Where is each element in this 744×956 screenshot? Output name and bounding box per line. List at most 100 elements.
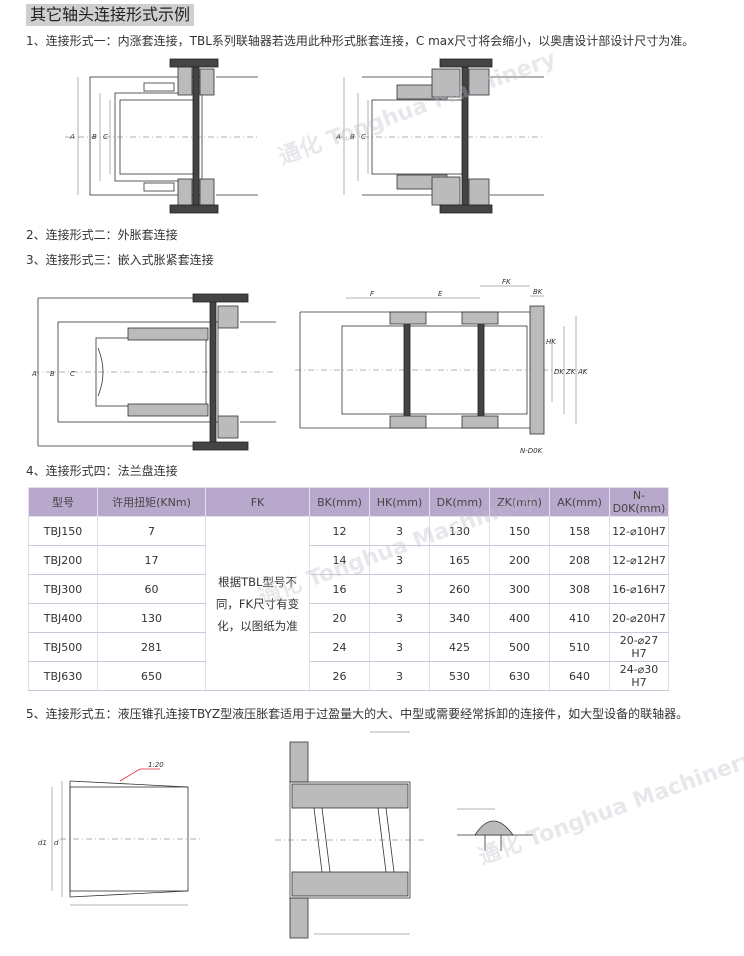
table-row: TBJ300 60 16 3 260 300 308 16-⌀16H7 <box>28 574 669 604</box>
figure-embedded-sleeve: A B C <box>31 293 276 451</box>
cell-dk: 260 <box>429 574 490 604</box>
header-dk: DK(mm) <box>429 487 490 517</box>
page-title: 其它轴头连接形式示例 <box>26 4 195 26</box>
cell-bk: 20 <box>309 603 370 633</box>
cell-torque: 130 <box>97 603 206 633</box>
cell-nd: 12-⌀10H7 <box>609 516 669 546</box>
cell-fk-note: 根据TBL型号不 同，FK尺寸有变 化，以图纸为准 <box>205 516 310 691</box>
table-row: TBJ400 130 20 3 340 400 410 20-⌀20H7 <box>28 603 669 633</box>
header-model: 型号 <box>28 487 98 517</box>
cell-model: TBJ500 <box>28 632 98 662</box>
label-taper: 1:20 <box>148 761 164 769</box>
cell-dk: 130 <box>429 516 490 546</box>
cell-nd: 12-⌀12H7 <box>609 545 669 575</box>
section-2-caption: 2、连接形式二：外胀套连接 <box>26 228 178 242</box>
header-zk: ZK(mm) <box>489 487 550 517</box>
cell-zk: 300 <box>489 574 550 604</box>
section-3-caption: 3、连接形式三：嵌入式胀紧套连接 <box>26 253 214 267</box>
figure-hydraulic-section <box>275 731 425 939</box>
cell-ak: 158 <box>549 516 610 546</box>
cell-dk: 530 <box>429 661 490 691</box>
cell-model: TBJ200 <box>28 545 98 575</box>
table-row: TBJ630 650 26 3 530 630 640 24-⌀30 H7 <box>28 661 669 691</box>
cell-ak: 410 <box>549 603 610 633</box>
cell-ak: 510 <box>549 632 610 662</box>
label-ak: AK <box>577 368 589 376</box>
table-row: TBJ200 17 14 3 165 200 208 12-⌀12H7 <box>28 545 669 575</box>
header-fk: FK <box>205 487 310 517</box>
label-hk: HK <box>546 338 557 346</box>
cell-nd: 24-⌀30 H7 <box>609 661 669 691</box>
cell-ak: 308 <box>549 574 610 604</box>
label-zk: ZK <box>565 368 577 376</box>
figure-internal-sleeve-left: A B C <box>65 58 258 214</box>
label-d: d <box>54 839 59 847</box>
cell-bk: 12 <box>309 516 370 546</box>
header-hk: HK(mm) <box>369 487 430 517</box>
section-5-caption: 5、连接形式五：液压锥孔连接TBYZ型液压胀套适用于过盈量大的大、中型或需要经常… <box>26 707 689 721</box>
table-row: TBJ150 7 根据TBL型号不 同，FK尺寸有变 化，以图纸为准 12 3 … <box>28 516 669 691</box>
cell-dk: 165 <box>429 545 490 575</box>
label-nd: N-D0K <box>520 447 544 455</box>
cell-model: TBJ150 <box>28 516 98 546</box>
fk-note-line: 化，以图纸为准 <box>217 618 298 633</box>
figure-tapered-sleeve: 1:20 d1 d <box>38 761 200 906</box>
cell-model: TBJ630 <box>28 661 98 691</box>
cell-dk: 340 <box>429 603 490 633</box>
cell-hk: 3 <box>369 545 430 575</box>
cell-hk: 3 <box>369 516 430 546</box>
cell-hk: 3 <box>369 603 430 633</box>
cell-ak: 208 <box>549 545 610 575</box>
cell-bk: 14 <box>309 545 370 575</box>
label-fk: FK <box>502 278 512 286</box>
header-bk: BK(mm) <box>309 487 370 517</box>
label-a-2: A <box>335 133 341 141</box>
label-e: E <box>438 290 443 298</box>
label-b-2: B <box>350 133 355 141</box>
label-dk: DK <box>554 368 565 376</box>
label-bk: BK <box>533 288 544 296</box>
label-c-2: C <box>361 133 366 141</box>
figure-internal-sleeve-right: A B C <box>335 58 544 214</box>
section-1-caption: 1、连接形式一：内涨套连接，TBL系列联轴器若选用此种形式胀套连接，C max尺… <box>26 34 695 48</box>
header-ak: AK(mm) <box>549 487 610 517</box>
label-b-3: B <box>50 370 55 378</box>
cell-hk: 3 <box>369 574 430 604</box>
cell-torque: 17 <box>97 545 206 575</box>
table-row: TBJ500 281 24 3 425 500 510 20-⌀27 H7 <box>28 632 669 662</box>
label-d1: d1 <box>38 839 47 847</box>
label-c: C <box>103 133 108 141</box>
cell-zk: 150 <box>489 516 550 546</box>
table-header-row: 型号 许用扭矩(KNm) FK BK(mm) HK(mm) DK(mm) ZK(… <box>28 487 669 517</box>
cell-nd: 16-⌀16H7 <box>609 574 669 604</box>
cell-model: TBJ300 <box>28 574 98 604</box>
cell-torque: 281 <box>97 632 206 662</box>
cell-bk: 16 <box>309 574 370 604</box>
cell-ak: 640 <box>549 661 610 691</box>
label-a-3: A <box>31 370 37 378</box>
cell-zk: 400 <box>489 603 550 633</box>
cell-dk: 425 <box>429 632 490 662</box>
label-b: B <box>92 133 97 141</box>
cell-model: TBJ400 <box>28 603 98 633</box>
cell-bk: 24 <box>309 632 370 662</box>
cell-hk: 3 <box>369 632 430 662</box>
flange-spec-table: 型号 许用扭矩(KNm) FK BK(mm) HK(mm) DK(mm) ZK(… <box>28 487 669 691</box>
fk-note-line: 根据TBL型号不 <box>218 574 297 589</box>
cell-nd: 20-⌀20H7 <box>609 603 669 633</box>
section-4-caption: 4、连接形式四：法兰盘连接 <box>26 464 178 478</box>
cell-hk: 3 <box>369 661 430 691</box>
cell-nd: 20-⌀27 H7 <box>609 632 669 662</box>
label-a: A <box>69 133 75 141</box>
cell-torque: 60 <box>97 574 206 604</box>
cell-zk: 500 <box>489 632 550 662</box>
figure-flange-dimensions: F E FK BK HK DK ZK AK N-D0K <box>295 278 589 455</box>
label-f: F <box>370 290 375 298</box>
cell-torque: 7 <box>97 516 206 546</box>
cell-zk: 630 <box>489 661 550 691</box>
header-nd: N-D0K(mm) <box>609 487 669 517</box>
cell-torque: 650 <box>97 661 206 691</box>
fk-note-line: 同，FK尺寸有变 <box>215 596 300 611</box>
figure-seal-detail <box>457 808 533 851</box>
cell-bk: 26 <box>309 661 370 691</box>
